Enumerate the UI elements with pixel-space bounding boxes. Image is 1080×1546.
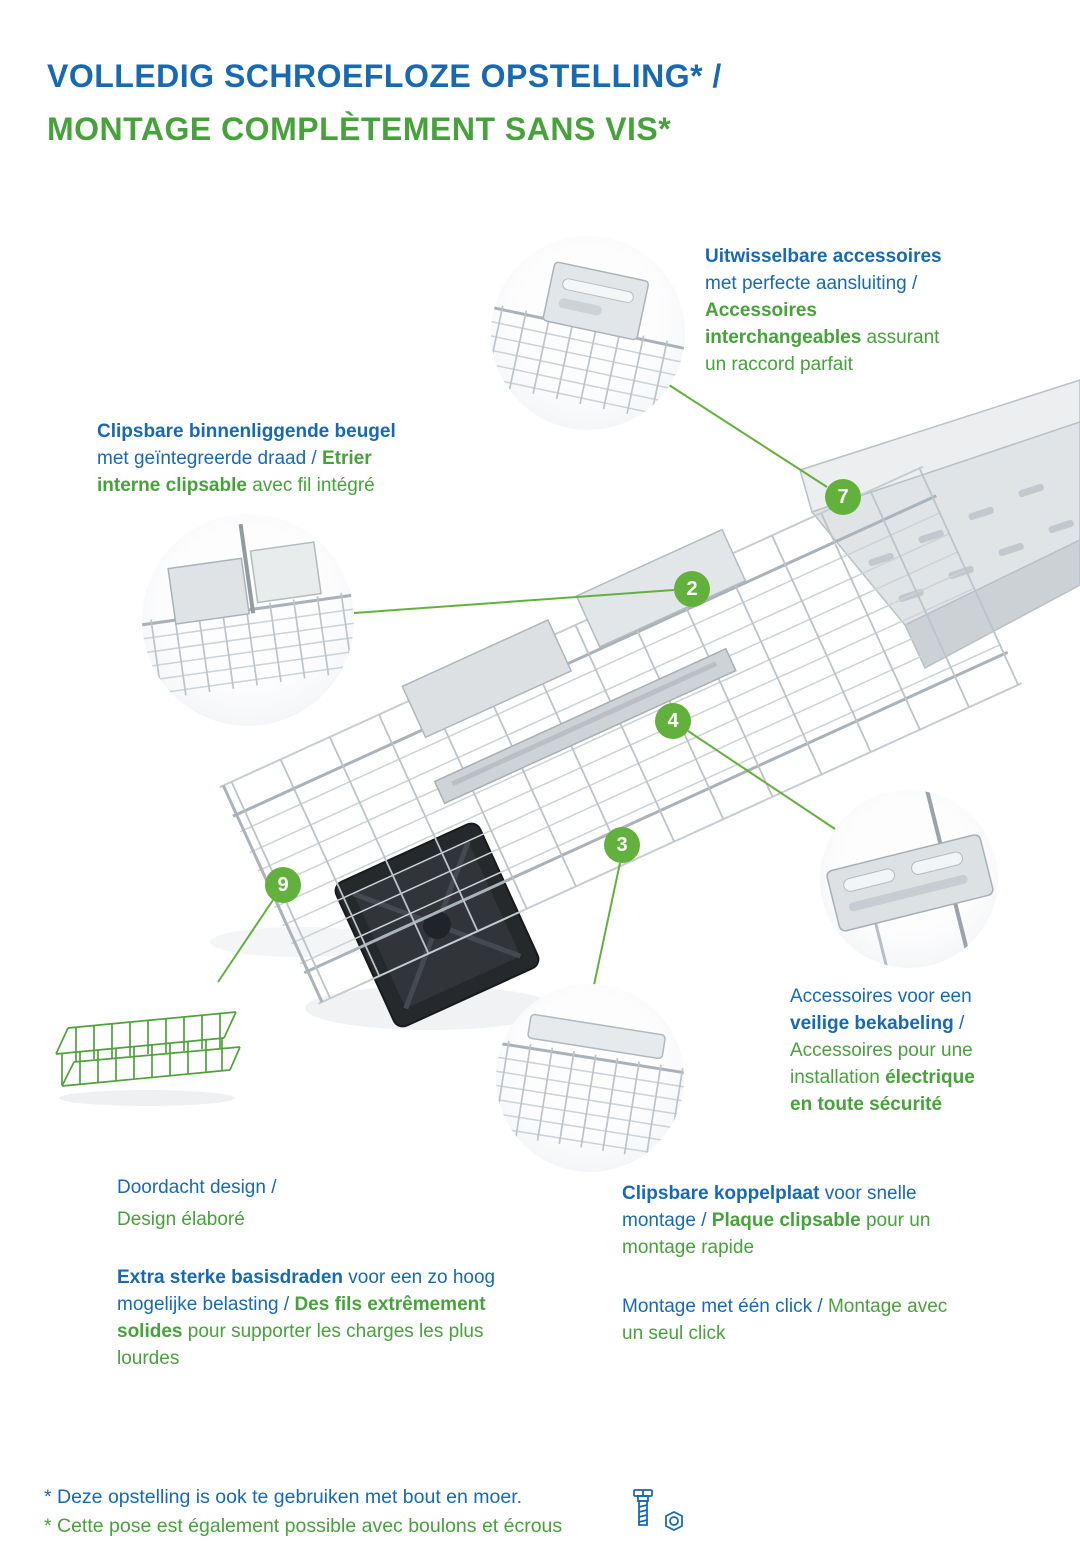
junction-box <box>334 822 540 1028</box>
callout-7: 7 <box>825 479 861 515</box>
annotation-coupling-plate: Clipsbare koppelplaat voor snelle montag… <box>622 1180 970 1261</box>
callout-2: 2 <box>674 571 710 607</box>
text-fr: Montage avec un seul click <box>622 1296 948 1344</box>
safety-accessory-detail-drawing <box>496 1013 684 1162</box>
callout-9: 9 <box>265 867 301 903</box>
text-nl-bold: Extra sterke basisdraden <box>117 1267 344 1288</box>
callout-7-number: 7 <box>837 485 849 508</box>
text-nl: met geïntegreerde draad / <box>97 448 322 469</box>
shadow <box>210 927 390 957</box>
text-nl: Doordacht design / <box>117 1177 277 1198</box>
annotation-interchangeable-accessories: Uitwisselbare accessoires met perfecte a… <box>705 243 957 378</box>
page-title-dutch: VOLLEDIG SCHROEFLOZE OPSTELLING* / <box>47 58 722 94</box>
bolt-and-nut-icon <box>626 1488 688 1541</box>
text-fr: Accessoires pour une installation <box>790 1040 973 1088</box>
text-fr-bold: Accessoires interchangeables <box>705 300 862 348</box>
text-fr: avec fil intégré <box>246 475 375 496</box>
text-fr: pour supporter les charges les plus lour… <box>117 1321 484 1369</box>
callout-3: 3 <box>604 827 640 863</box>
text-nl: Montage met één click / <box>622 1296 828 1317</box>
text-fr: assurant un raccord parfait <box>705 327 940 375</box>
callout-4-number: 4 <box>667 709 679 732</box>
annotation-safe-cabling: Accessoires voor een veilige bekabeling … <box>790 983 1000 1118</box>
text-fr-bold: Etrier interne clipsable <box>97 448 372 496</box>
annotation-design: Doordacht design / Design élaboré <box>117 1172 277 1236</box>
text-nl: voor een zo hoog mogelijke belasting / <box>117 1267 496 1315</box>
callout-4: 4 <box>655 703 691 739</box>
text-nl-bold: veilige bekabeling <box>790 1013 954 1034</box>
text-nl: voor snelle montage / <box>622 1183 917 1231</box>
text-nl-bold: Uitwisselbare accessoires <box>705 246 942 267</box>
callout-9-number: 9 <box>277 873 289 896</box>
inset-photo-coupling-plate <box>820 790 998 968</box>
callout-3-number: 3 <box>616 833 628 856</box>
text-nl: Accessoires voor een <box>790 986 972 1007</box>
text-fr: pour un montage rapide <box>622 1210 931 1258</box>
text-fr-bold: électrique en toute sécurité <box>790 1067 975 1115</box>
text-nl-bold: Clipsbare koppelplaat <box>622 1183 820 1204</box>
callout-connector-lines <box>217 384 836 986</box>
wire-basket-drawing <box>55 1011 241 1106</box>
bracket-detail-drawing <box>142 523 354 699</box>
accessory-detail-drawing <box>491 261 685 421</box>
text-fr-bold: Des fils extrêmement solides <box>117 1294 486 1342</box>
footnote: * Deze opstelling is ook te gebruiken me… <box>44 1483 562 1541</box>
annotation-one-click-mounting: Montage met één click / Montage avec un … <box>622 1293 954 1347</box>
footnote-french: * Cette pose est également possible avec… <box>44 1515 563 1537</box>
callout-2-number: 2 <box>686 577 698 600</box>
solid-tray-section <box>799 379 1080 670</box>
text-nl: met perfecte aansluiting / <box>705 273 918 294</box>
footnote-dutch: * Deze opstelling is ook te gebruiken me… <box>44 1486 523 1508</box>
annotation-clip-on-bracket: Clipsbare binnenliggende beugel met geïn… <box>97 418 427 499</box>
text-fr-bold: Plaque clipsable <box>711 1210 861 1231</box>
coupling-plate-detail-drawing <box>826 790 994 968</box>
wire-basket-tray-photo <box>52 998 242 1110</box>
page-title: VOLLEDIG SCHROEFLOZE OPSTELLING* / MONTA… <box>47 50 722 156</box>
text-nl-bold: Clipsbare binnenliggende beugel <box>97 421 396 442</box>
inset-photo-internal-bracket <box>142 514 354 726</box>
page-title-french: MONTAGE COMPLÈTEMENT SANS VIS* <box>47 111 672 147</box>
text-fr: Design élaboré <box>117 1209 245 1230</box>
text-separator: / <box>953 1013 965 1034</box>
inset-photo-cabling-safety <box>496 984 684 1172</box>
annotation-extra-strong-base-wires: Extra sterke basisdraden voor een zo hoo… <box>117 1264 545 1372</box>
inset-photo-interchangeable-accessory <box>491 236 685 430</box>
